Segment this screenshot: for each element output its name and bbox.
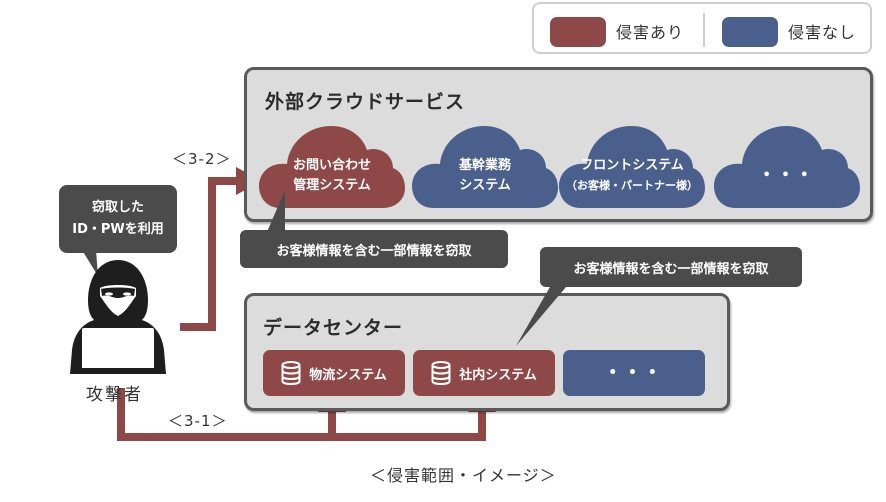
cloud-label-line1: 基幹業務 xyxy=(458,158,511,173)
system-label: 社内システム xyxy=(459,367,537,383)
callout-datacenter-theft: お客様情報を含む一部情報を窃取 xyxy=(540,247,802,287)
system-more[interactable]: • • • xyxy=(563,350,705,396)
route-datacenter-line xyxy=(117,388,486,441)
callout-text: お客様情報を含む一部情報を窃取 xyxy=(573,261,769,277)
cloud-panel-title: 外部クラウドサービス xyxy=(265,91,466,113)
legend-label-compromised: 侵害あり xyxy=(616,23,685,42)
legend-divider xyxy=(703,13,705,47)
cloud-more-ellipsis: • • • xyxy=(762,168,812,183)
route-label-datacenter: ＜3-1＞ xyxy=(168,412,228,430)
system-more-ellipsis: • • • xyxy=(608,365,660,381)
callout-text: お客様情報を含む一部情報を窃取 xyxy=(276,243,472,259)
cloud-icon xyxy=(259,126,405,208)
callout-pointer-datacenter xyxy=(516,280,572,346)
cloud-icon xyxy=(412,126,558,208)
legend: 侵害あり 侵害なし xyxy=(532,2,872,54)
speech-pointer xyxy=(82,250,98,276)
cloud-label-line2: 管理システム xyxy=(293,178,371,193)
callout-pointer-cloud xyxy=(267,190,285,232)
cloud-icon xyxy=(559,126,705,208)
route-cloud-line xyxy=(180,177,240,331)
callout-cloud-theft: お客様情報を含む一部情報を窃取 xyxy=(240,230,508,268)
cloud-more[interactable]: • • • xyxy=(714,122,860,210)
cloud-label-line2: システム xyxy=(459,178,511,193)
system-logistics[interactable]: 物流システム xyxy=(263,350,405,396)
speech-line2: ID・PWを利用 xyxy=(72,222,164,237)
speech-line1: 窃取した xyxy=(91,200,144,215)
cloud-label-line1: フロントシステム xyxy=(580,158,684,173)
hacker-icon xyxy=(70,260,166,374)
cloud-label-line2: （お客様・パートナー様） xyxy=(566,179,698,192)
legend-label-safe: 侵害なし xyxy=(788,23,857,42)
cloud-services-panel: 外部クラウドサービス お問い合わせ 管理システム 基幹業務 システム フロントシ… xyxy=(244,67,873,222)
attacker-label: 攻撃者 xyxy=(86,385,143,405)
database-icon xyxy=(281,361,301,385)
cloud-front-system[interactable]: フロントシステム （お客様・パートナー様） xyxy=(559,122,705,210)
datacenter-panel: データセンター 物流システム 社内システム • • • xyxy=(244,293,730,411)
diagram-caption: ＜侵害範囲・イメージ＞ xyxy=(370,466,557,485)
attacker-speech-bubble: 窃取した ID・PWを利用 xyxy=(59,185,177,253)
route-label-cloud: ＜3-2＞ xyxy=(172,150,232,168)
cloud-core-business-system[interactable]: 基幹業務 システム xyxy=(412,122,558,210)
system-label: 物流システム xyxy=(309,367,387,383)
datacenter-panel-title: データセンター xyxy=(263,317,404,339)
cloud-icon xyxy=(714,126,860,208)
database-icon xyxy=(431,361,451,385)
legend-swatch-compromised xyxy=(550,17,606,47)
system-internal[interactable]: 社内システム xyxy=(413,350,555,396)
legend-swatch-safe xyxy=(722,17,778,47)
cloud-label-line1: お問い合わせ xyxy=(292,158,371,173)
cloud-inquiry-system[interactable]: お問い合わせ 管理システム xyxy=(259,122,405,210)
